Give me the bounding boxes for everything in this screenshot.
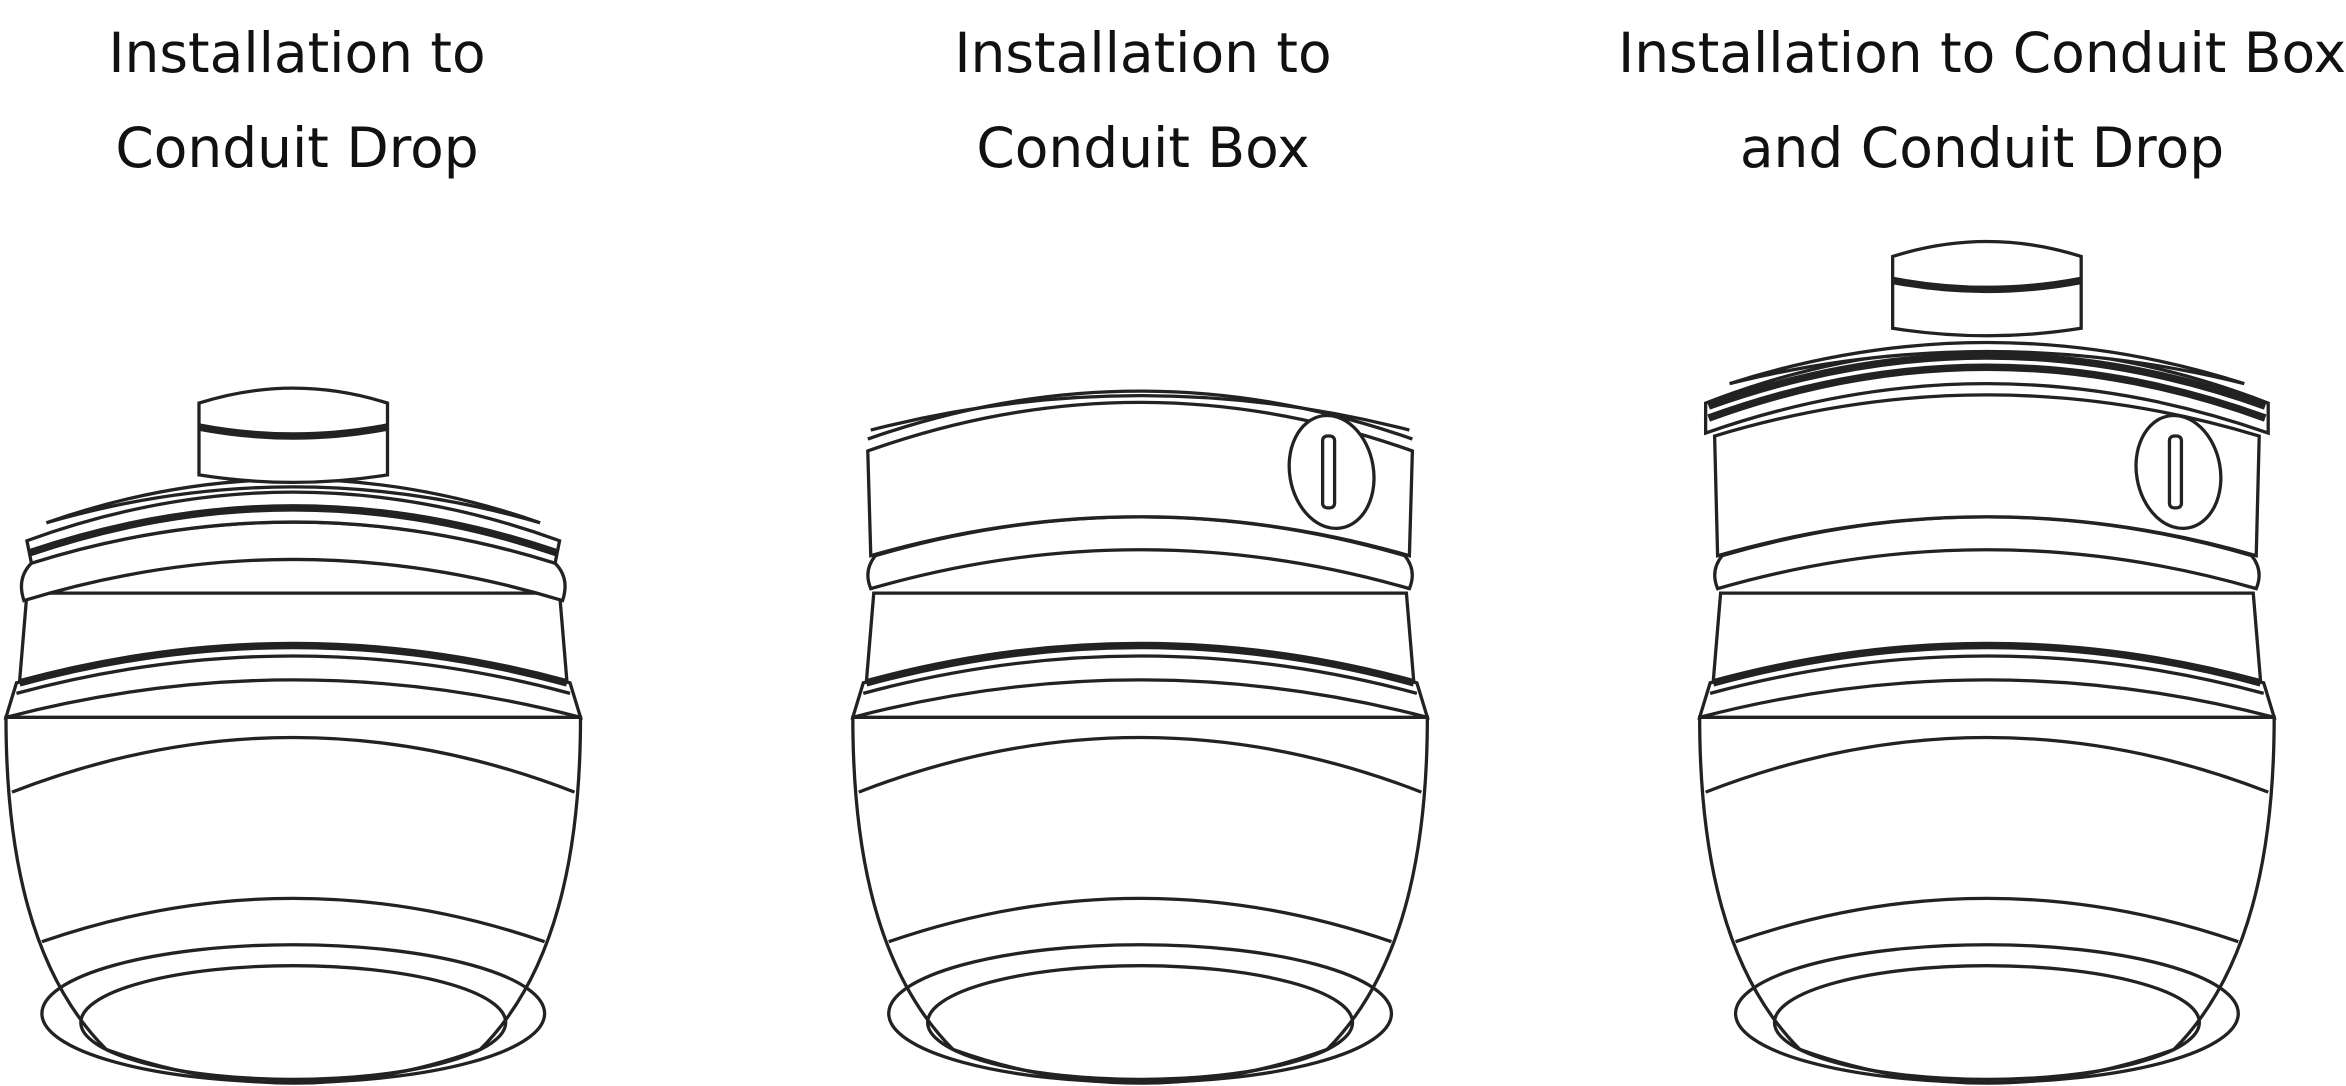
title-line: Installation to [108, 21, 486, 85]
panel-title-box-and-drop: Installation to Conduit Box and Conduit … [1602, 6, 2346, 196]
panel-title-conduit-box: Installation to Conduit Box [763, 6, 1523, 196]
device-conduit-box [851, 389, 1429, 1085]
title-line: Installation to [954, 21, 1332, 85]
panel-title-conduit-drop: Installation to Conduit Drop [0, 6, 677, 196]
title-line: Conduit Box [976, 116, 1310, 180]
device-box-and-drop [1698, 239, 2276, 1085]
title-line: Installation to Conduit Box [1617, 21, 2346, 85]
device-conduit-drop [4, 386, 583, 1085]
title-line: Conduit Drop [115, 116, 479, 180]
title-line: and Conduit Drop [1739, 116, 2225, 180]
